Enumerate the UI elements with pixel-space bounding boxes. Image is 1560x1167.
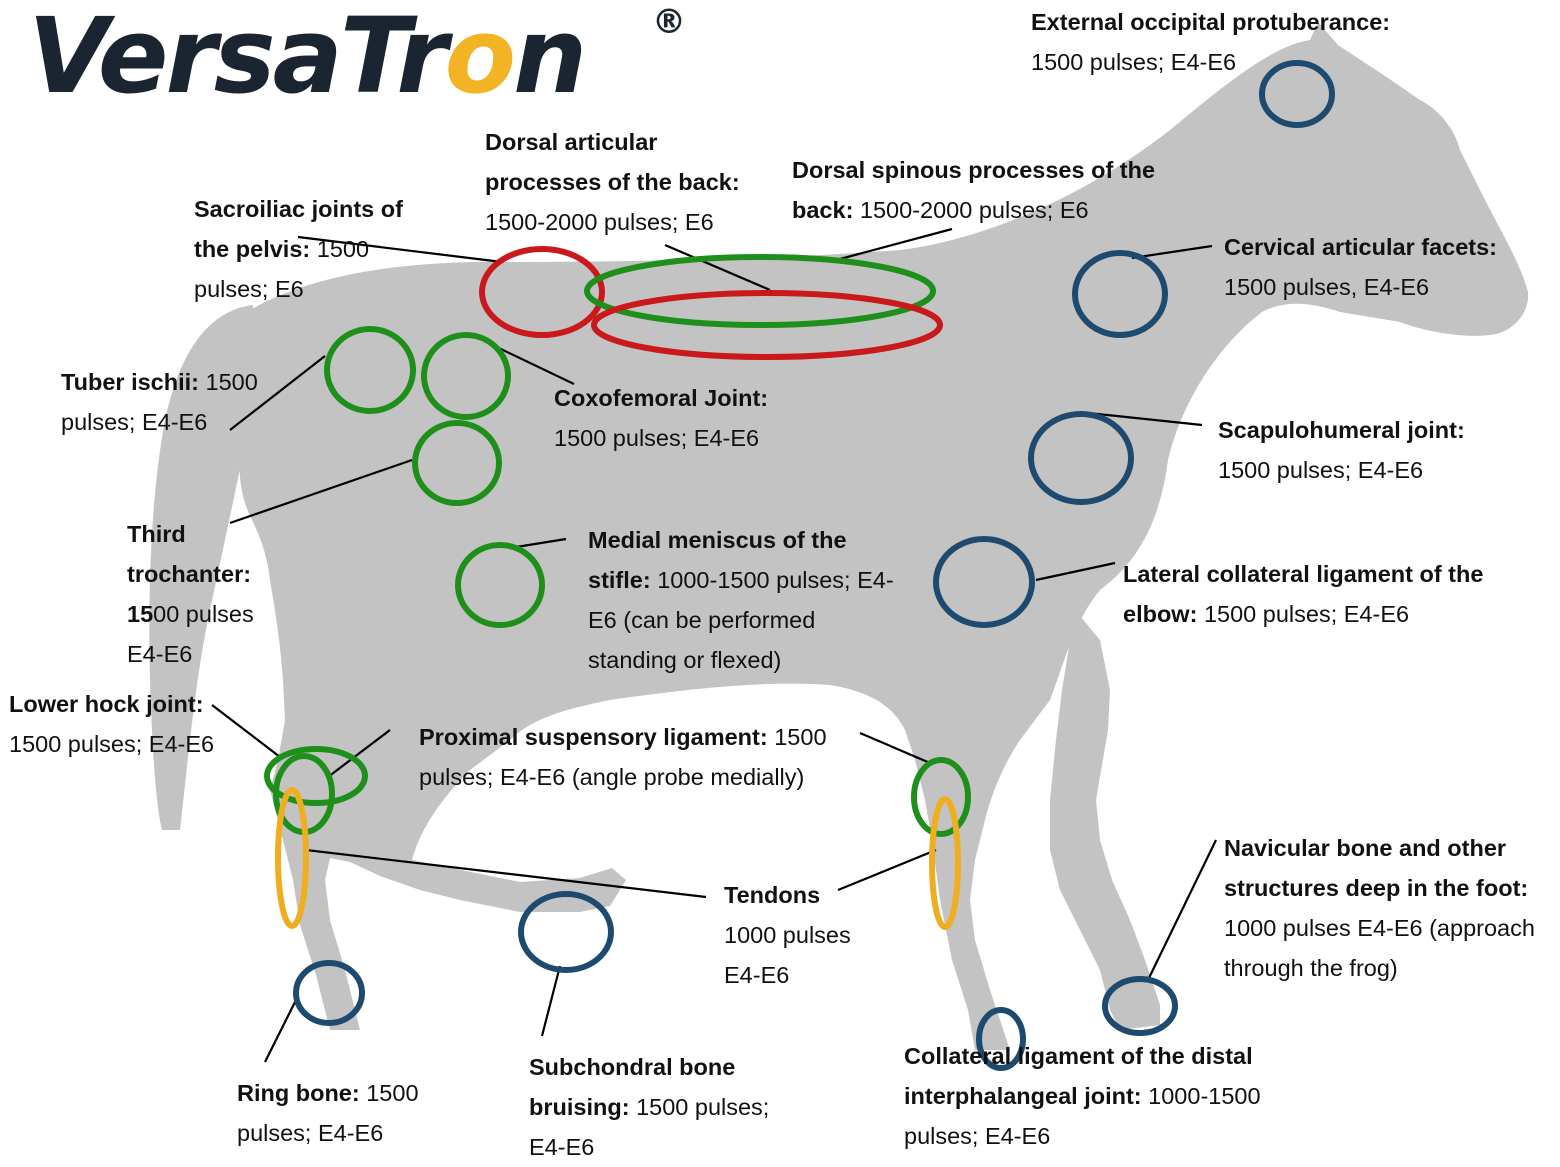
label-title: Third trochanter: bbox=[127, 521, 252, 587]
label-text: 1500 pulses; E4-E6 bbox=[237, 1080, 419, 1146]
horse-silhouette bbox=[149, 22, 1529, 1050]
ring-dorsal-spinous bbox=[584, 254, 936, 328]
logo-text: VersaTr bbox=[28, 0, 448, 117]
ring-lateral-collateral bbox=[933, 536, 1035, 628]
ring-collateral-distal bbox=[976, 1007, 1026, 1071]
label-coxofemoral: Coxofemoral Joint: 1500 pulses; E4-E6 bbox=[554, 378, 824, 458]
ring-proximal-suspensory bbox=[264, 746, 368, 806]
logo-text-end: n bbox=[513, 0, 587, 117]
label-scapulohumeral: Scapulohumeral joint: 1500 pulses; E4-E6 bbox=[1218, 410, 1518, 490]
label-title: Dorsal spinous processes of the back: bbox=[792, 157, 1156, 223]
ring-forelimb-suspensory bbox=[911, 757, 971, 837]
treatment-rings bbox=[264, 60, 1335, 1071]
versatron-logo: VersaTron bbox=[28, 0, 587, 119]
label-tendons: Tendons 1000 pulses E4-E6 bbox=[724, 875, 884, 995]
label-text: 1500 pulses, E4-E6 bbox=[1224, 274, 1430, 300]
label-title: Tendons bbox=[724, 882, 821, 908]
label-external-occipital: External occipital protuberance: 1500 pu… bbox=[1031, 2, 1451, 82]
label-text: 1000 pulses E4-E6 bbox=[724, 922, 851, 988]
ring-ring-bone bbox=[293, 960, 365, 1026]
label-tuber-ischii: Tuber ischii: 1500 pulses; E4-E6 bbox=[61, 362, 301, 442]
label-title: Lateral collateral ligament of the elbow… bbox=[1123, 561, 1484, 627]
label-text: 1500 pulses; E4-E6 bbox=[9, 731, 215, 757]
ring-fore-tendons bbox=[929, 796, 961, 930]
label-ring-bone: Ring bone: 1500 pulses; E4-E6 bbox=[237, 1073, 457, 1153]
ring-scapulohumeral bbox=[1028, 411, 1134, 505]
leader-lines bbox=[211, 227, 1217, 1063]
label-navicular: Navicular bone and other structures deep… bbox=[1224, 828, 1560, 988]
label-text: 1000-1500 pulses; E4-E6 bbox=[904, 1083, 1261, 1149]
label-text: 1500 pulses; E4-E6 bbox=[1031, 49, 1237, 75]
label-cervical: Cervical articular facets: 1500 pulses, … bbox=[1224, 227, 1544, 307]
ring-cervical bbox=[1072, 250, 1168, 338]
ring-medial-meniscus bbox=[455, 542, 545, 628]
label-third-trochanter: Third trochanter: 1500 pulses E4-E6 bbox=[127, 514, 287, 674]
label-text: 1500-2000 pulses; E6 bbox=[485, 209, 714, 235]
label-title: Ring bone: bbox=[237, 1080, 360, 1106]
label-text: 1500 pulses; E4-E6 (angle probe medially… bbox=[419, 724, 827, 790]
label-title: Tuber ischii: bbox=[61, 369, 199, 395]
label-medial-meniscus: Medial meniscus of the stifle: 1000-1500… bbox=[588, 520, 898, 680]
label-lateral-collateral: Lateral collateral ligament of the elbow… bbox=[1123, 554, 1503, 634]
ring-external-occipital bbox=[1259, 60, 1335, 128]
ring-third-trochanter bbox=[412, 420, 502, 506]
ring-subchondral bbox=[518, 891, 614, 973]
label-subchondral: Subchondral bone bruising: 1500 pulses; … bbox=[529, 1047, 809, 1167]
registered-mark: ® bbox=[652, 2, 686, 42]
label-text: 1500 pulses; E4-E6 bbox=[529, 1094, 770, 1160]
label-lower-hock: Lower hock joint: 1500 pulses; E4-E6 bbox=[9, 684, 259, 764]
ring-tuber-ischii bbox=[324, 326, 416, 414]
label-title: Medial meniscus of the stifle: bbox=[588, 527, 847, 593]
label-text: 1500 pulses; E6 bbox=[194, 236, 370, 302]
label-title: Navicular bone and other structures deep… bbox=[1224, 835, 1529, 901]
logo-accent-letter: o bbox=[444, 0, 516, 117]
label-collateral-distal: Collateral ligament of the distal interp… bbox=[904, 1036, 1324, 1156]
label-dorsal-articular: Dorsal articular processes of the back: … bbox=[485, 122, 775, 242]
ring-dorsal-articular bbox=[591, 290, 943, 360]
label-proximal-suspensory: Proximal suspensory ligament: 1500 pulse… bbox=[419, 717, 869, 797]
label-title: Lower hock joint: bbox=[9, 691, 204, 717]
label-title: Coxofemoral Joint: bbox=[554, 385, 769, 411]
label-title: Sacroiliac joints of the pelvis: bbox=[194, 196, 403, 262]
label-title: External occipital protuberance: bbox=[1031, 9, 1391, 35]
label-text: 00 pulses E4-E6 bbox=[127, 601, 254, 667]
label-title: Proximal suspensory ligament: bbox=[419, 724, 768, 750]
label-text: 1500 pulses; E4-E6 bbox=[61, 369, 258, 435]
label-title: Cervical articular facets: bbox=[1224, 234, 1498, 260]
ring-hind-tendons bbox=[275, 787, 309, 929]
label-text: 1500 pulses; E4-E6 bbox=[1203, 601, 1410, 627]
label-dorsal-spinous: Dorsal spinous processes of the back: 15… bbox=[792, 150, 1212, 230]
label-text: 1500-2000 pulses; E6 bbox=[859, 197, 1089, 223]
label-text: 1000 pulses E4-E6 (approach through the … bbox=[1224, 915, 1535, 981]
ring-sacroiliac bbox=[479, 246, 605, 338]
label-text-bold: 15 bbox=[127, 601, 154, 627]
label-sacroiliac: Sacroiliac joints of the pelvis: 1500 pu… bbox=[194, 189, 434, 309]
label-text: 1500 pulses; E4-E6 bbox=[1218, 457, 1424, 483]
label-title: Scapulohumeral joint: bbox=[1218, 417, 1465, 443]
label-title: Subchondral bone bruising: bbox=[529, 1054, 736, 1120]
ring-navicular bbox=[1102, 976, 1178, 1036]
label-text: 1500 pulses; E4-E6 bbox=[554, 425, 760, 451]
label-text: 1000-1500 pulses; E4-E6 (can be performe… bbox=[588, 567, 894, 673]
label-title: Dorsal articular processes of the back: bbox=[485, 129, 740, 195]
ring-coxofemoral bbox=[421, 332, 511, 420]
label-title: Collateral ligament of the distal interp… bbox=[904, 1043, 1253, 1109]
